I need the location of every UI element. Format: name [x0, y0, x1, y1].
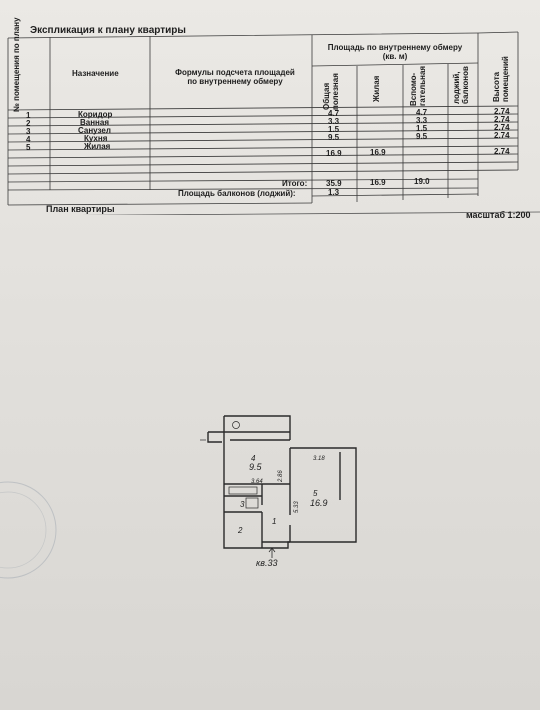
- totals-label: Итого:: [282, 179, 308, 188]
- row-total: 3.3: [328, 117, 340, 126]
- row-aux: 3.3: [416, 116, 428, 125]
- balcony-value: 1.3: [328, 188, 340, 197]
- row-name: Санузел: [78, 126, 111, 135]
- totals-total: 35.9: [326, 179, 342, 188]
- row-height: 2.74: [494, 147, 510, 156]
- row-total: 16.9: [326, 149, 342, 158]
- balcony-label: Площадь балконов (лоджий):: [178, 189, 296, 198]
- row-aux: 4.7: [416, 108, 428, 117]
- totals-aux: 19.0: [414, 177, 430, 186]
- dim-364: 3.64: [251, 479, 263, 485]
- room3-number: 3: [240, 500, 245, 509]
- row-name: Коридор: [78, 110, 113, 119]
- row-height: 2.74: [494, 123, 510, 132]
- header-formulas: Формулы подсчета площадей по внутреннему…: [175, 68, 295, 86]
- explication-table-grid: [7, 31, 540, 215]
- explication-title: Экспликация к плану квартиры: [30, 25, 186, 36]
- entrance-label: кв.33: [256, 558, 277, 568]
- dim-286: 2.86: [278, 470, 284, 483]
- dim-533: 5.33: [294, 501, 300, 513]
- entrance-arrow: [268, 547, 276, 558]
- row-name: Жилая: [84, 142, 111, 151]
- plan-scale: масштаб 1:200: [466, 210, 531, 220]
- row-living: 16.9: [370, 148, 386, 157]
- row-number: 3: [26, 127, 31, 136]
- row-number: 2: [26, 119, 31, 128]
- totals-living: 16.9: [370, 178, 386, 187]
- row-aux: 9.5: [416, 132, 428, 141]
- plan-title: План квартиры: [46, 204, 115, 214]
- header-purpose: Назначение: [72, 69, 119, 78]
- row-name: Ванная: [80, 118, 110, 127]
- room1-number: 1: [272, 517, 276, 526]
- row-number: 1: [26, 111, 31, 120]
- row-height: 2.74: [494, 131, 510, 140]
- row-total: 9.5: [328, 133, 340, 142]
- dim-318: 3.18: [313, 456, 325, 462]
- row-total: 1.5: [328, 125, 340, 134]
- room5-number: 5: [313, 489, 318, 498]
- room4-area: 9.5: [249, 462, 263, 472]
- row-height: 2.74: [494, 115, 510, 124]
- row-height: 2.74: [494, 107, 510, 116]
- faded-stamp: [0, 481, 57, 579]
- row-aux: 1.5: [416, 124, 428, 133]
- room5-area: 16.9: [310, 498, 328, 508]
- row-total: 4.7: [328, 109, 340, 118]
- room2-number: 2: [237, 526, 243, 535]
- row-number: 4: [26, 135, 31, 144]
- room4-number: 4: [251, 454, 256, 463]
- row-number: 5: [26, 143, 31, 152]
- header-area-group: Площадь по внутреннему обмеру (кв. м): [327, 43, 463, 61]
- row-name: Кухня: [84, 134, 108, 143]
